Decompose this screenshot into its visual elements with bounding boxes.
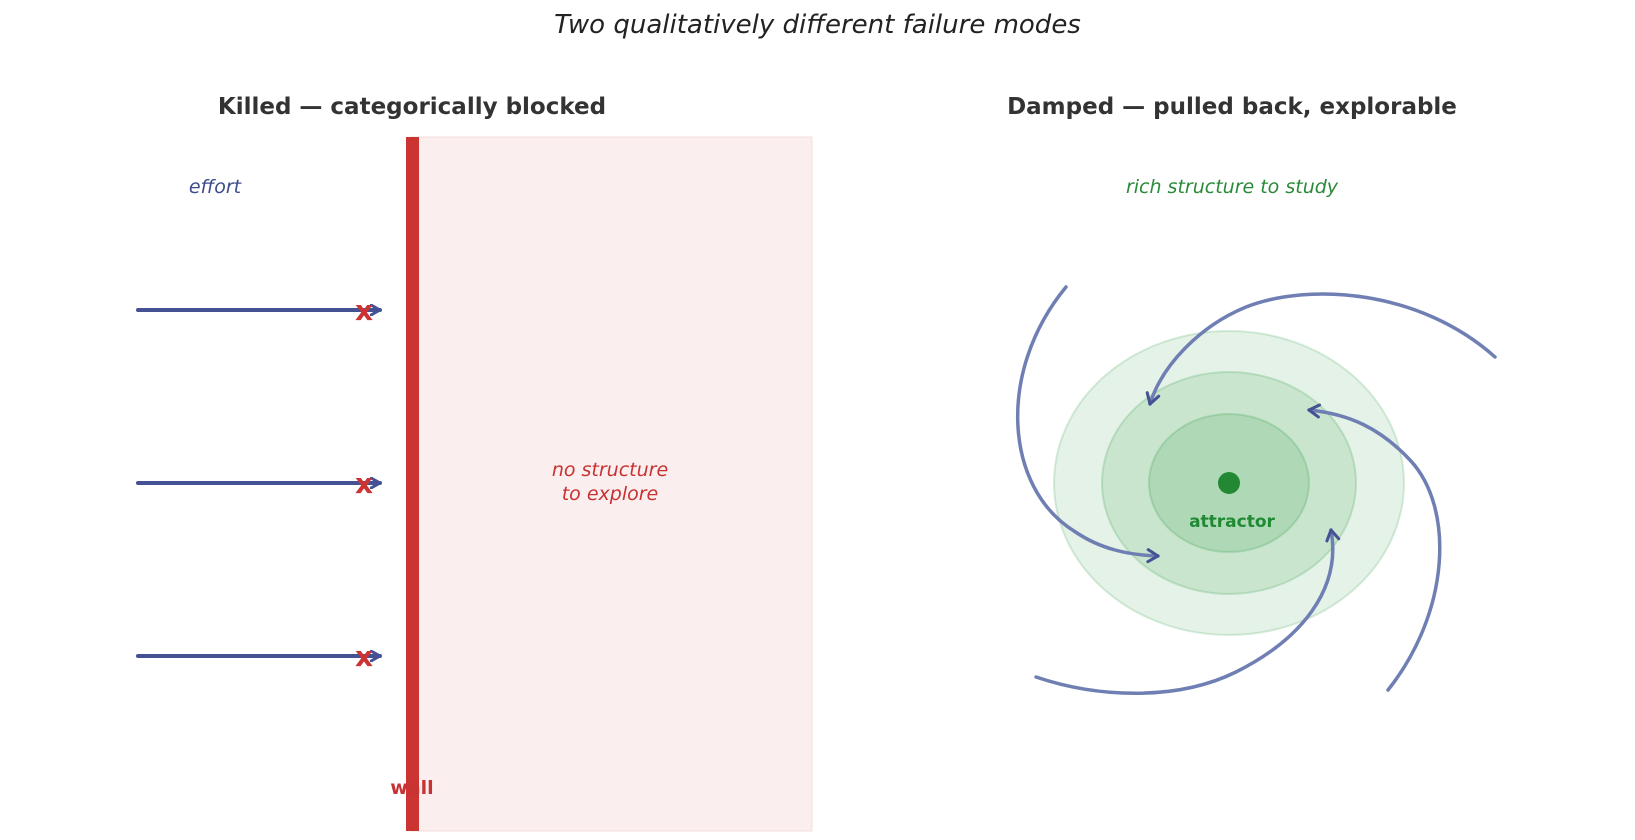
blocked-x-mark: x: [355, 640, 373, 673]
blocked-x-mark: x: [355, 294, 373, 327]
attractor-point: [1218, 472, 1240, 494]
effort-label: effort: [188, 176, 242, 198]
right-panel-title: Damped — pulled back, explorable: [1007, 94, 1457, 120]
no-structure-label: no structure to explore: [551, 459, 669, 505]
effort-arrow: x: [136, 640, 382, 673]
figure-title: Two qualitatively different failure mode…: [554, 10, 1081, 40]
spiral-trajectory: [1145, 292, 1497, 406]
attractor-label: attractor: [1189, 512, 1275, 532]
left-panel-title: Killed — categorically blocked: [217, 94, 607, 120]
wall-label: wall: [390, 777, 434, 799]
effort-arrow: x: [136, 294, 382, 327]
spiral-trajectory: [1016, 285, 1160, 564]
killed-panel: x x x: [136, 136, 813, 832]
effort-arrow: x: [136, 467, 382, 500]
rich-structure-label: rich structure to study: [1125, 176, 1339, 198]
spiral-trajectory: [1307, 403, 1442, 692]
wall-bar: [406, 137, 419, 831]
blocked-x-mark: x: [355, 467, 373, 500]
blocked-region: [409, 136, 813, 832]
damped-panel: [1016, 285, 1497, 695]
spiral-trajectory: [1034, 528, 1341, 695]
